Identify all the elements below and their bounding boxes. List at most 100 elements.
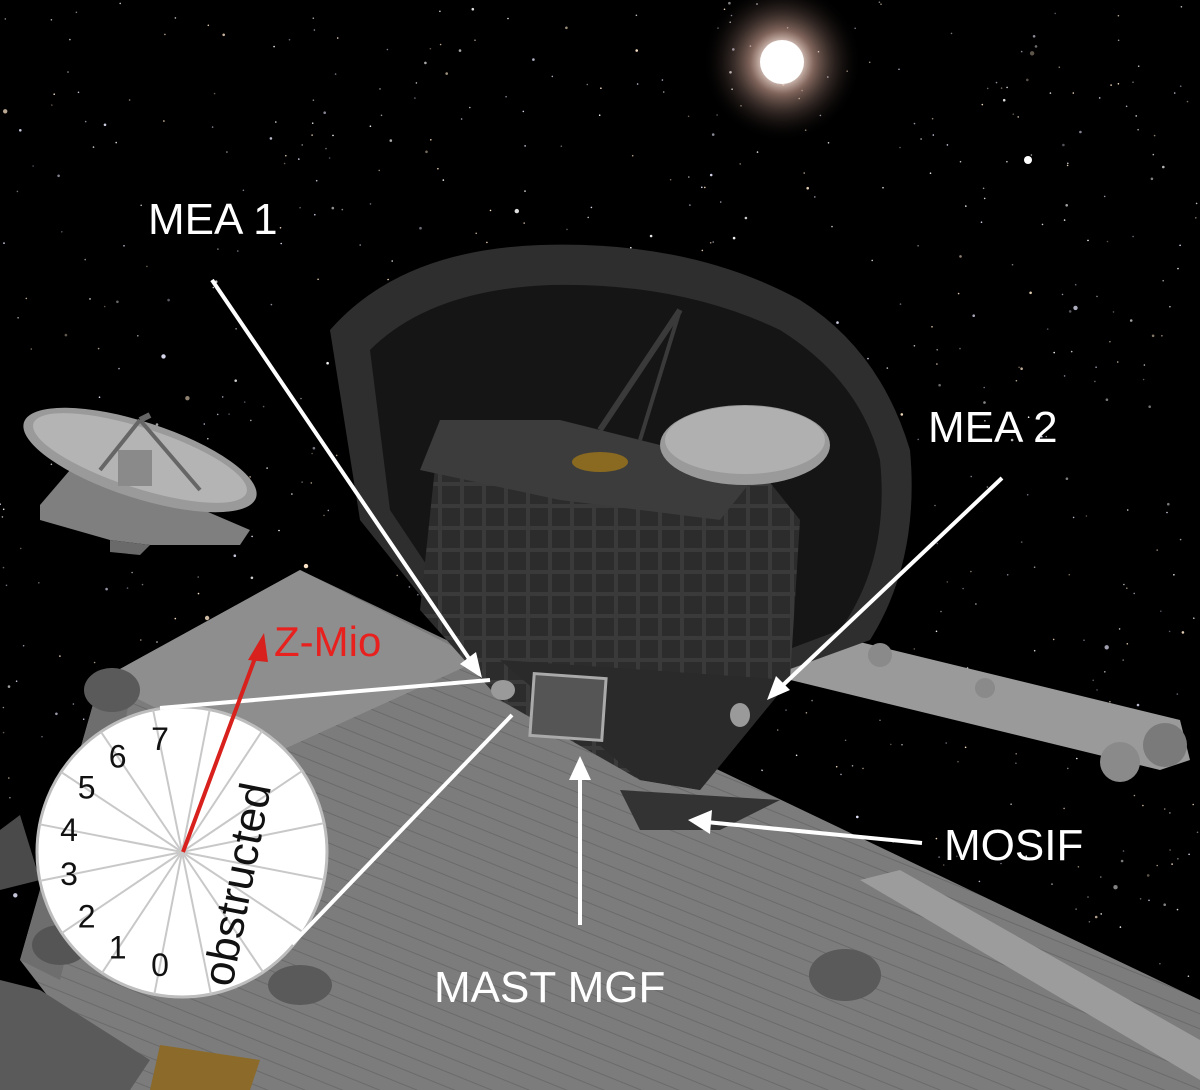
star <box>250 576 254 580</box>
sector-divider <box>181 770 303 853</box>
star <box>221 396 224 398</box>
star <box>51 104 53 106</box>
star <box>311 452 313 455</box>
mea1-label: MEA 1 <box>148 195 278 244</box>
star <box>882 186 884 189</box>
star <box>1063 807 1065 810</box>
star <box>7 685 11 688</box>
sector-divider <box>39 851 183 882</box>
star <box>1125 105 1128 108</box>
star <box>1179 85 1182 87</box>
star <box>978 880 981 883</box>
star <box>1159 962 1161 965</box>
star <box>32 165 34 167</box>
star <box>1167 502 1170 506</box>
star <box>1105 398 1109 402</box>
sector-divider <box>61 851 183 934</box>
sector-number-3: 3 <box>60 856 78 892</box>
sun <box>702 0 862 142</box>
star <box>1162 279 1164 282</box>
mast-mgf-arrow <box>569 756 591 925</box>
star <box>211 126 214 128</box>
star <box>687 115 690 118</box>
star <box>146 265 148 268</box>
star <box>331 206 335 210</box>
star <box>1051 883 1053 885</box>
star <box>9 796 11 799</box>
star <box>1026 78 1029 82</box>
star <box>913 122 916 125</box>
star <box>1181 631 1185 634</box>
star <box>880 3 882 5</box>
star <box>1029 51 1035 56</box>
star <box>661 79 664 81</box>
star <box>1153 134 1156 137</box>
star <box>1188 853 1190 856</box>
star <box>1148 899 1150 902</box>
star <box>193 204 196 206</box>
star <box>1063 219 1066 221</box>
star <box>430 139 432 141</box>
star <box>1192 803 1194 806</box>
star <box>590 206 593 209</box>
star <box>1143 364 1146 366</box>
star <box>1076 757 1078 760</box>
star <box>1070 350 1073 353</box>
sector-divider <box>181 822 325 853</box>
star <box>630 246 632 249</box>
star <box>917 438 919 441</box>
star <box>1054 12 1056 15</box>
star <box>408 586 411 588</box>
star <box>92 146 95 148</box>
star <box>1058 66 1061 68</box>
star <box>59 655 61 657</box>
star <box>1135 115 1137 117</box>
sector-number-5: 5 <box>78 770 96 806</box>
star <box>890 743 892 746</box>
star <box>174 617 177 620</box>
sector-divider <box>181 709 211 853</box>
star <box>1126 509 1129 511</box>
star <box>1006 86 1008 89</box>
sector-number-1: 1 <box>109 929 127 965</box>
star <box>878 1 881 3</box>
star <box>871 259 873 262</box>
mea2-arrow <box>767 476 1004 700</box>
star <box>326 361 329 365</box>
star <box>332 134 334 137</box>
star <box>234 379 237 383</box>
star <box>89 298 91 300</box>
star <box>803 172 805 174</box>
star <box>635 49 638 52</box>
star <box>336 37 339 39</box>
star <box>524 145 526 147</box>
star <box>300 397 302 400</box>
star <box>811 699 813 702</box>
star <box>2 706 5 709</box>
star <box>1075 908 1077 910</box>
star <box>1122 659 1124 661</box>
star <box>226 151 228 153</box>
star <box>1067 767 1069 770</box>
z-mio-label: Z-Mio <box>274 618 381 665</box>
star <box>460 118 463 120</box>
star <box>118 367 120 370</box>
star <box>417 593 419 596</box>
star <box>1085 515 1088 517</box>
star <box>285 154 287 157</box>
star <box>942 864 945 866</box>
star <box>0 503 1 505</box>
star <box>1088 921 1091 923</box>
star <box>369 203 372 205</box>
star <box>97 347 100 350</box>
star <box>732 236 736 240</box>
star <box>1156 549 1158 551</box>
star <box>378 169 381 172</box>
star <box>335 454 338 457</box>
star <box>1163 808 1166 810</box>
star <box>185 396 190 401</box>
star <box>262 405 265 408</box>
star <box>1180 6 1183 8</box>
star <box>1017 116 1019 118</box>
